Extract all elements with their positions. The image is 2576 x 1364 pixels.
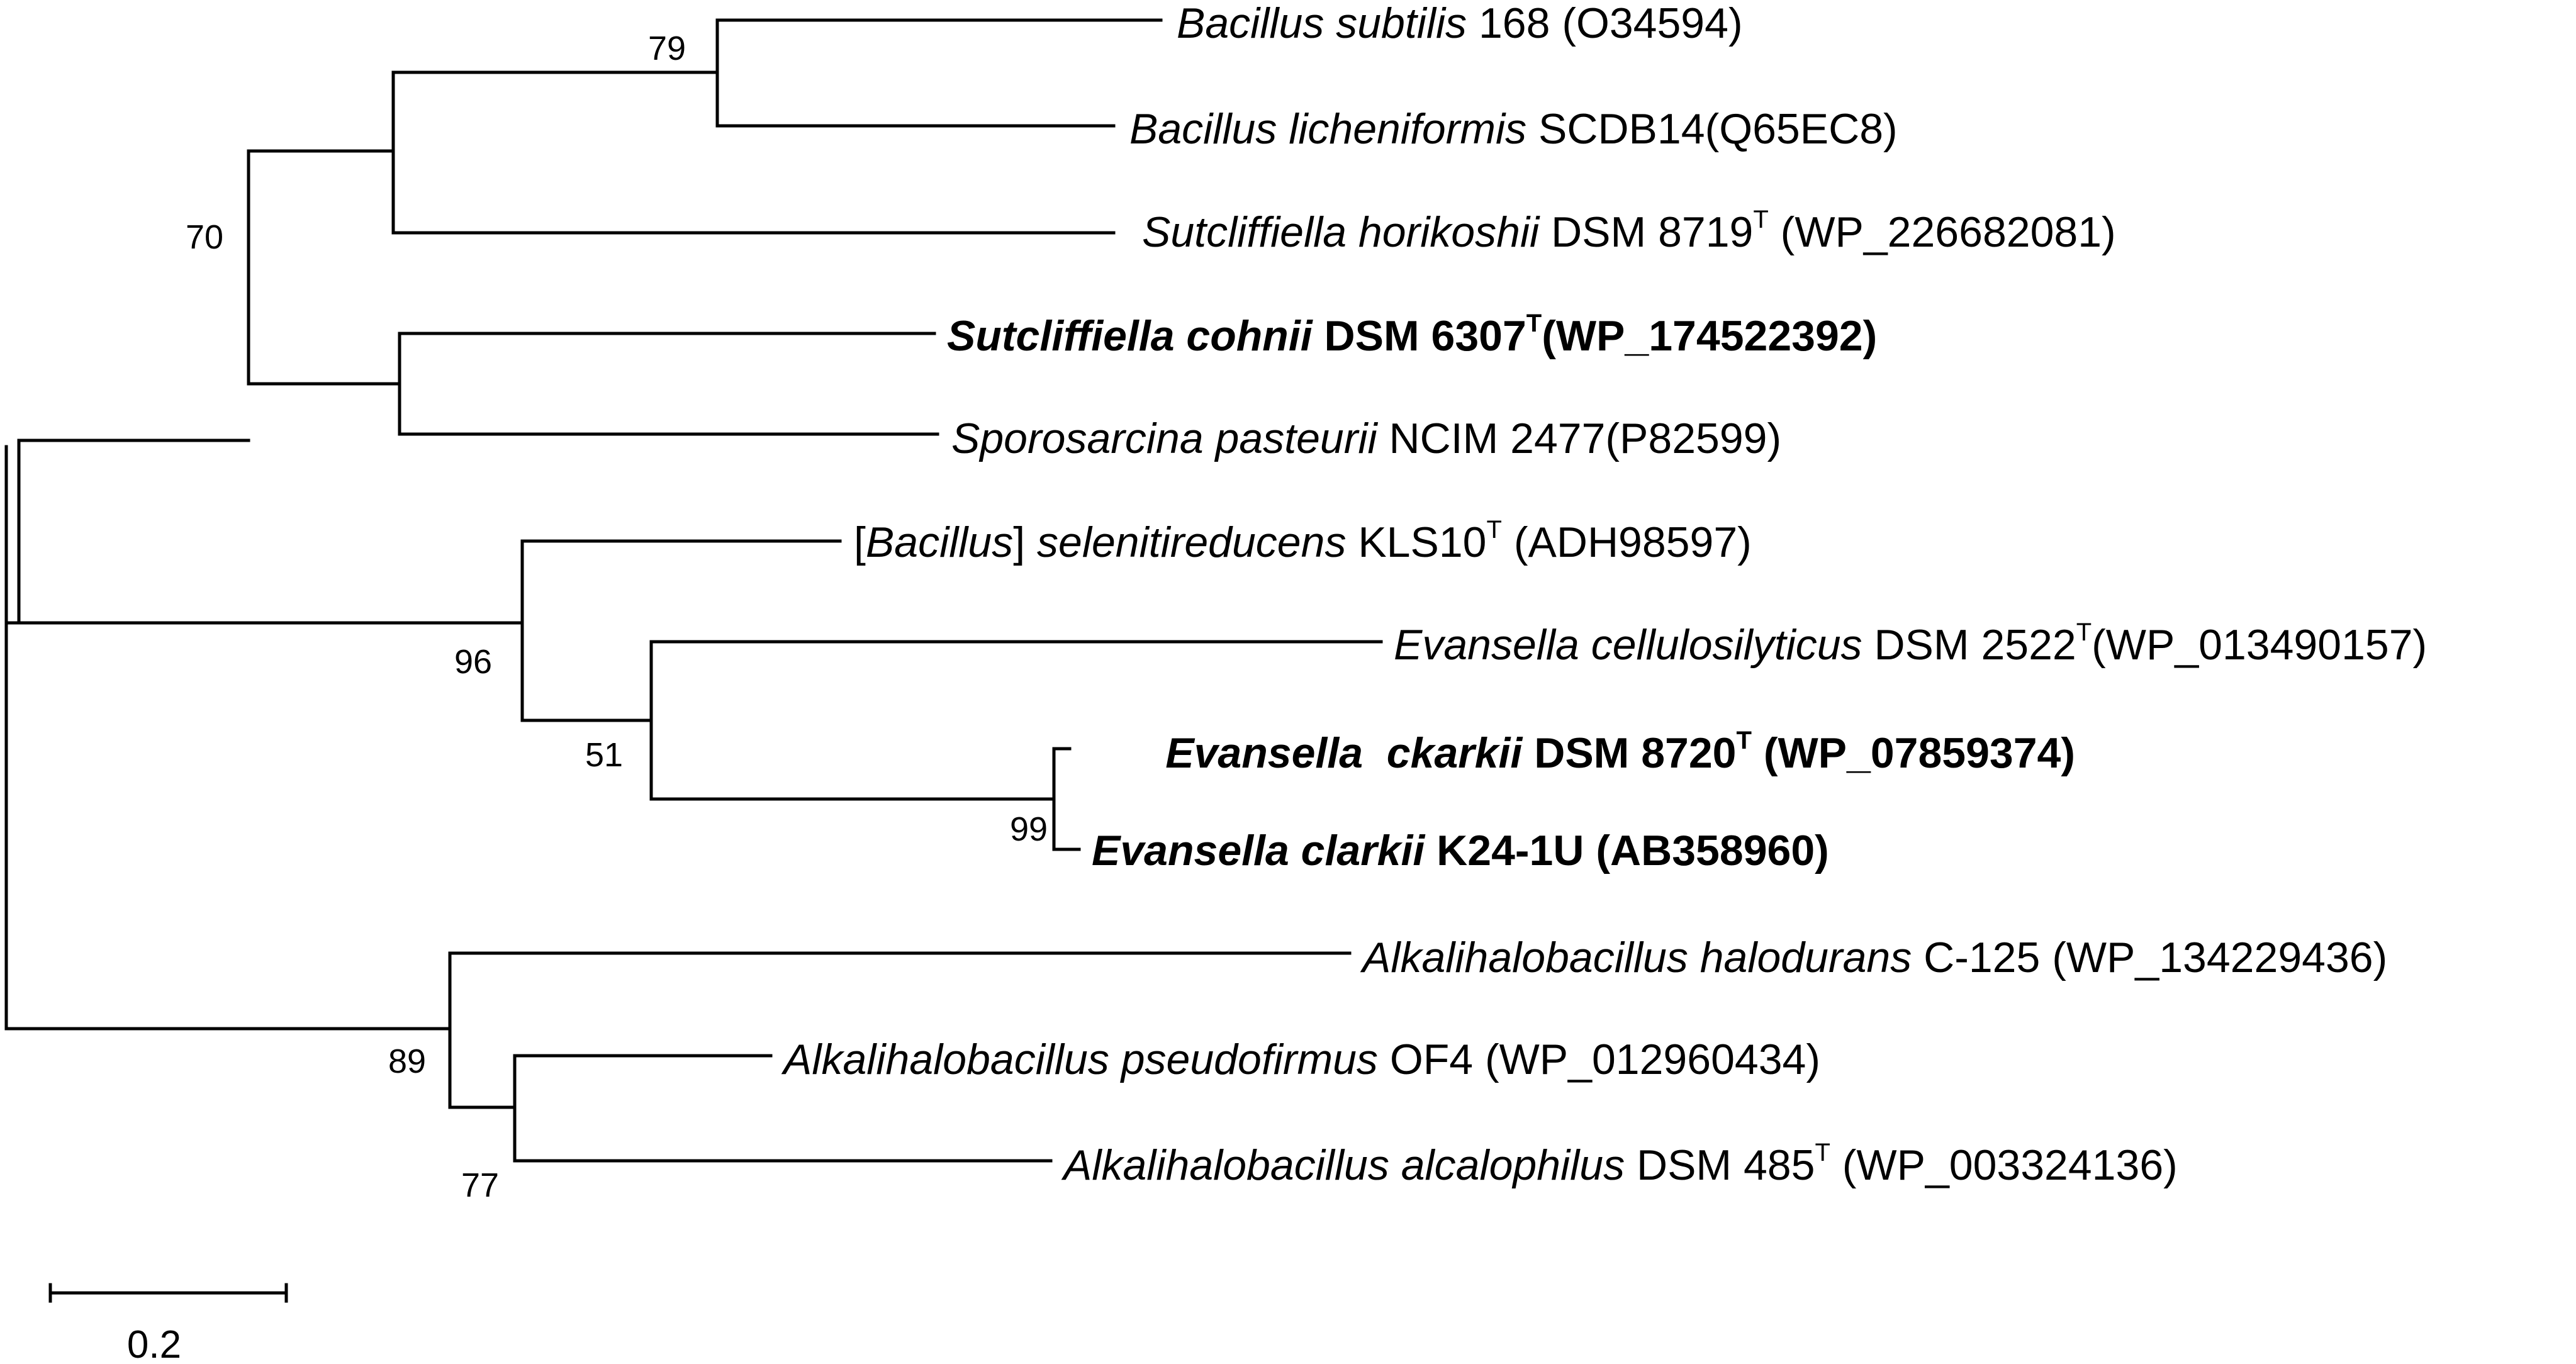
- strain-name: NCIM 2477: [1377, 415, 1606, 462]
- taxon-label-bacillus-selenitireducens: [Bacillus] selenitireducens KLS10T (ADH9…: [854, 516, 1752, 566]
- taxon-label-alkalihalobacillus-halodurans: Alkalihalobacillus halodurans C-125 (WP_…: [1360, 934, 2387, 981]
- taxon-text: Sporosarcina pasteurii NCIM 2477(P82599): [951, 415, 1781, 462]
- taxon-label-alkalihalobacillus-alcalophilus: Alkalihalobacillus alcalophilus DSM 485T…: [1061, 1139, 2178, 1189]
- accession-number: (O34594): [1550, 0, 1742, 47]
- strain-name: SCDB14: [1526, 105, 1705, 153]
- species-name: Evansella ckarkii: [1165, 729, 1523, 777]
- accession-number: (WP_134229436): [2040, 934, 2387, 981]
- taxon-label-sutcliffiella-horikoshii: Sutcliffiella horikoshii DSM 8719T (WP_2…: [1142, 206, 2116, 256]
- species-name: Sporosarcina pasteurii: [951, 415, 1378, 462]
- type-strain-mark: T: [1526, 310, 1542, 337]
- taxon-label-evansella-cellulosilyticus: Evansella cellulosilyticus DSM 2522T(WP_…: [1394, 618, 2427, 669]
- bootstrap-value: 77: [461, 1166, 499, 1204]
- strain-name: OF4: [1378, 1036, 1473, 1083]
- taxon-text: Alkalihalobacillus alcalophilus DSM 485T…: [1061, 1139, 2178, 1189]
- bootstrap-value: 70: [186, 218, 223, 256]
- bootstrap-value: 51: [585, 736, 623, 774]
- species-name: Alkalihalobacillus alcalophilus: [1061, 1141, 1625, 1189]
- taxon-label-sporosarcina-pasteurii: Sporosarcina pasteurii NCIM 2477(P82599): [951, 415, 1781, 462]
- taxon-label-evansella-clarkii: Evansella clarkii K24-1U (AB358960): [1092, 827, 1829, 875]
- strain-name: DSM 6307: [1313, 312, 1526, 360]
- taxon-text: [Bacillus] selenitireducens KLS10T (ADH9…: [854, 516, 1752, 566]
- species-name: Bacillus subtilis: [1177, 0, 1467, 47]
- accession-number: (WP_07859374): [1752, 729, 2075, 777]
- species-name: Sutcliffiella cohnii: [947, 312, 1314, 360]
- species-name: Sutcliffiella horikoshii: [1142, 208, 1540, 256]
- strain-name: DSM 8719: [1539, 208, 1753, 256]
- bootstrap-value: 99: [1010, 810, 1048, 848]
- species-name: Bacillus licheniformis: [1129, 105, 1526, 153]
- taxon-label-alkalihalobacillus-pseudofirmus: Alkalihalobacillus pseudofirmus OF4 (WP_…: [781, 1036, 1820, 1083]
- taxon-label-sutcliffiella-cohnii: Sutcliffiella cohnii DSM 6307T(WP_174522…: [947, 310, 1877, 360]
- strain-name: K24-1U: [1425, 827, 1584, 875]
- accession-number: (WP_013490157): [2092, 621, 2427, 669]
- strain-name: KLS10: [1346, 518, 1486, 566]
- strain-name: C-125: [1912, 934, 2040, 981]
- type-strain-mark: T: [1737, 727, 1752, 754]
- bracket-open: [: [854, 518, 866, 566]
- scale-bar: 0.2: [48, 1283, 288, 1364]
- species-name: Evansella cellulosilyticus: [1394, 621, 1862, 669]
- bootstrap-value: 96: [454, 643, 492, 681]
- type-strain-mark: T: [1753, 206, 1768, 233]
- species-epithet: selenitireducens: [1037, 518, 1346, 566]
- strain-name: DSM 485: [1625, 1141, 1815, 1189]
- bootstrap-value: 79: [648, 30, 686, 67]
- genus-name: Bacillus: [866, 518, 1013, 566]
- bracket-close: ]: [1013, 518, 1037, 566]
- species-name: Evansella clarkii: [1092, 827, 1426, 875]
- type-strain-mark: T: [1815, 1139, 1830, 1166]
- taxon-text: Sutcliffiella horikoshii DSM 8719T (WP_2…: [1142, 206, 2116, 256]
- taxon-text: Bacillus subtilis 168 (O34594): [1177, 0, 1743, 47]
- accession-number: (WP_226682081): [1769, 208, 2116, 256]
- type-strain-mark: T: [1487, 516, 1502, 544]
- taxon-label-bacillus-subtilis: Bacillus subtilis 168 (O34594): [1177, 0, 1743, 47]
- bootstrap-value: 89: [388, 1043, 426, 1080]
- strain-name: DSM 8720: [1522, 729, 1736, 777]
- accession-number: (Q65EC8): [1705, 105, 1898, 153]
- accession-number: (WP_012960434): [1473, 1036, 1820, 1083]
- taxon-text: Evansella ckarkii DSM 8720T (WP_07859374…: [1082, 727, 2135, 777]
- taxon-text: Evansella clarkii K24-1U (AB358960): [1092, 827, 1829, 875]
- taxon-label-evansella-ckarkii: Evansella ckarkii DSM 8720T (WP_07859374…: [1082, 727, 2135, 777]
- accession-number: (AB358960): [1584, 827, 1828, 875]
- taxon-label-bacillus-licheniformis: Bacillus licheniformis SCDB14(Q65EC8): [1129, 105, 1898, 153]
- accession-number: (P82599): [1605, 415, 1781, 462]
- species-name: Alkalihalobacillus pseudofirmus: [781, 1036, 1378, 1083]
- tree-branches: [4, 18, 1383, 1163]
- accession-number: (WP_003324136): [1830, 1141, 2178, 1189]
- accession-number: (WP_174522392): [1542, 312, 1877, 360]
- scale-bar-label: 0.2: [127, 1323, 181, 1364]
- strain-name: DSM 2522: [1862, 621, 2076, 669]
- type-strain-mark: T: [2076, 618, 2092, 646]
- taxon-text: Alkalihalobacillus halodurans C-125 (WP_…: [1360, 934, 2387, 981]
- species-name: Alkalihalobacillus halodurans: [1360, 934, 1912, 981]
- accession-number: (ADH98597): [1502, 518, 1752, 566]
- taxon-text: Bacillus licheniformis SCDB14(Q65EC8): [1129, 105, 1898, 153]
- taxon-text: Alkalihalobacillus pseudofirmus OF4 (WP_…: [781, 1036, 1820, 1083]
- strain-name: 168: [1467, 0, 1550, 47]
- taxon-text: Evansella cellulosilyticus DSM 2522T(WP_…: [1394, 618, 2427, 669]
- taxon-text: Sutcliffiella cohnii DSM 6307T(WP_174522…: [947, 310, 1877, 360]
